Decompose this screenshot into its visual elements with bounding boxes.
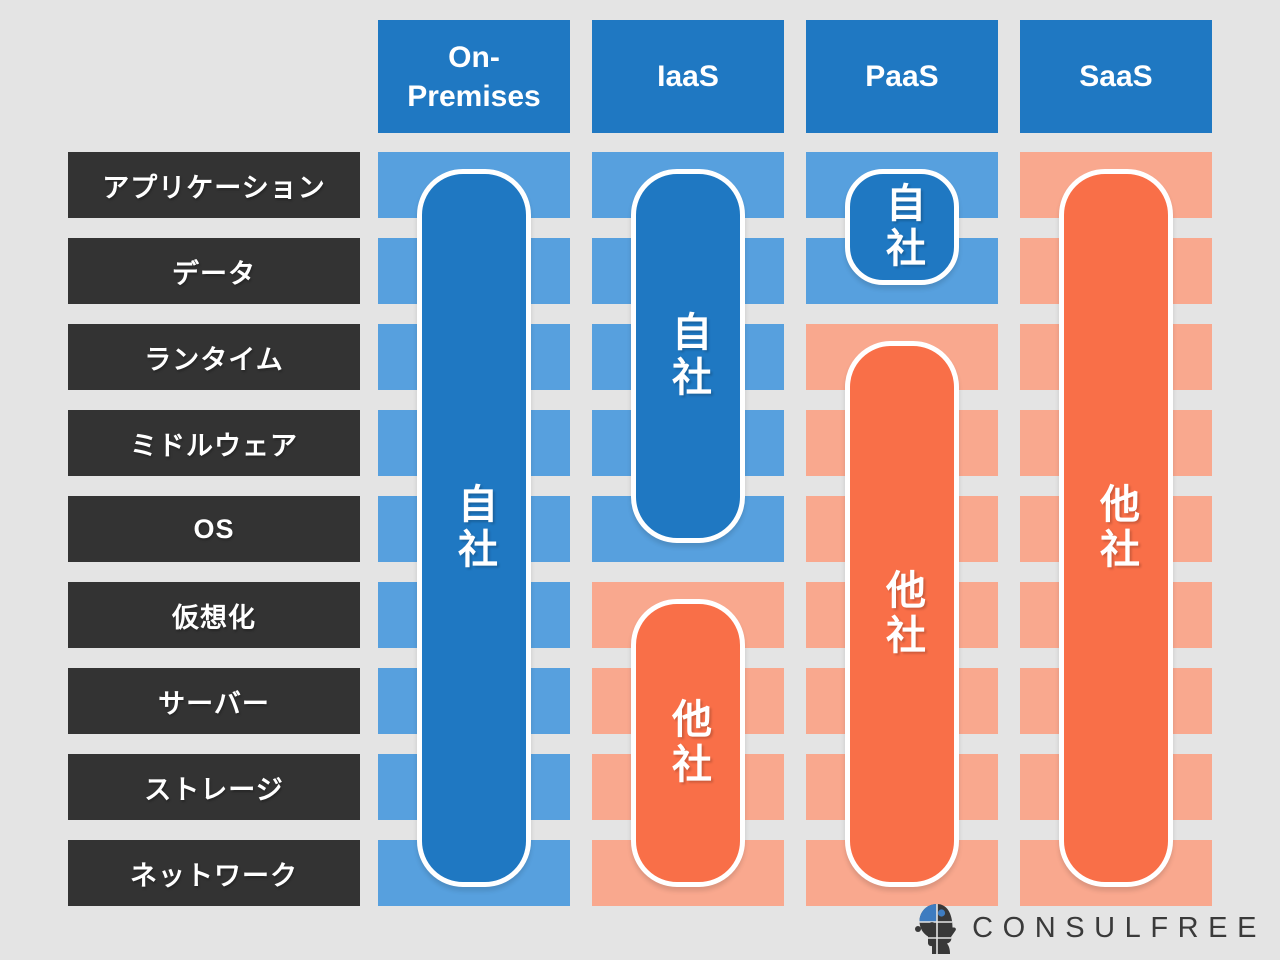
row-label-virtualization: 仮想化 [68,582,360,648]
pill-saas-other: 他社 [1059,169,1173,887]
pill-on-premises-own: 自社 [417,169,531,887]
row-label-application: アプリケーション [68,152,360,218]
row-label-server: サーバー [68,668,360,734]
row-label-middleware: ミドルウェア [68,410,360,476]
pill-label: 他社 [1094,483,1138,573]
pill-paas-own: 自社 [845,169,959,285]
pill-label: 他社 [666,698,710,788]
row-label-storage: ストレージ [68,754,360,820]
row-label-os: OS [68,496,360,562]
column-header-saas: SaaS [1020,20,1212,133]
puzzle-head-icon [915,904,956,954]
column-header-paas: PaaS [806,20,998,133]
pill-iaas-other: 他社 [631,599,745,887]
row-label-runtime: ランタイム [68,324,360,390]
column-header-iaas: IaaS [592,20,784,133]
brand-logo: CONSULFREE [914,902,1266,954]
pill-label: 自社 [666,311,710,401]
pill-paas-other: 他社 [845,341,959,887]
row-label-network: ネットワーク [68,840,360,906]
pill-label: 自社 [452,483,496,573]
pill-label: 自社 [880,182,924,272]
pill-label: 他社 [880,569,924,659]
brand-name: CONSULFREE [972,911,1266,944]
row-label-data: データ [68,238,360,304]
pill-iaas-own: 自社 [631,169,745,543]
column-header-on-premises: On- Premises [378,20,570,133]
